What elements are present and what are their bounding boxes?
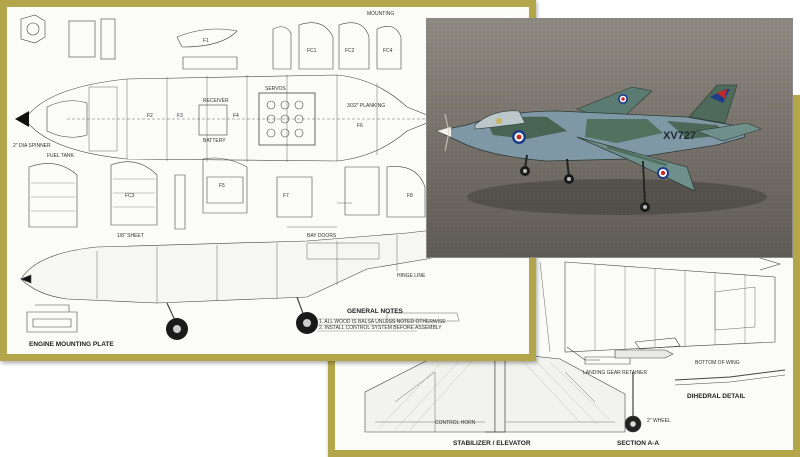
wheel-label: 2" WHEEL [647, 418, 671, 424]
back-sheet-drawing: STABILIZER / ELEVATOR SECTION A-A DIHEDR… [364, 111, 786, 447]
hinge-label: HINGE LINE [397, 273, 426, 279]
mounting-label: MOUNTING [367, 11, 394, 17]
former-label: F2 [147, 113, 153, 119]
model-aircraft-photo: XV727 [426, 18, 793, 258]
former-label: FC1 [307, 48, 317, 54]
front-sheet-drawing: ENGINE MOUNTING PLATE GENERAL NOTES 1. A… [13, 11, 493, 348]
general-notes-label: GENERAL NOTES [347, 308, 404, 315]
former-label: F6 [357, 123, 363, 129]
bottom-of-wing-label: BOTTOM OF WING [695, 360, 740, 366]
sheet-label: 1/8" SHEET [117, 233, 144, 239]
planking-label: 3/32" PLANKING [347, 103, 385, 109]
former-labels: F1 F2 F3 F4 F5 F6 F7 F8 FC1 FC2 FC3 FC4 [125, 38, 413, 199]
former-label: FC2 [345, 48, 355, 54]
former-label: F5 [219, 183, 225, 189]
control-horn-label: CONTROL HORN [435, 420, 476, 426]
former-label: FC4 [383, 48, 393, 54]
engine-mounting-plate-label: ENGINE MOUNTING PLATE [29, 341, 114, 348]
landing-gear-label: LANDING GEAR RETAINER [583, 370, 647, 376]
former-label: F7 [283, 193, 289, 199]
fuel-tank-label: FUEL TANK [47, 153, 75, 159]
battery-label: BATTERY [203, 138, 226, 144]
spinner-label: 2" DIA SPINNER [13, 143, 51, 149]
harrier-photo-illustration: XV727 [427, 19, 792, 257]
aircraft-serial: XV727 [663, 130, 696, 142]
note-1: 1. ALL WOOD IS BALSA UNLESS NOTED OTHERW… [319, 319, 446, 325]
note-2: 2. INSTALL CONTROL SYSTEM BEFORE ASSEMBL… [319, 325, 442, 331]
bay-doors-label: BAY DOORS [307, 233, 337, 239]
former-label: F8 [407, 193, 413, 199]
former-label: FC3 [125, 193, 135, 199]
dihedral-detail-label: DIHEDRAL DETAIL [687, 393, 745, 400]
former-label: F1 [203, 38, 209, 44]
stabilizer-elevator-label: STABILIZER / ELEVATOR [453, 440, 531, 447]
section-aa-label: SECTION A-A [617, 440, 659, 447]
servos-label: SERVOS [265, 86, 286, 92]
former-label: F3 [177, 113, 183, 119]
receiver-label: RECEIVER [203, 98, 229, 104]
former-label: F4 [233, 113, 239, 119]
